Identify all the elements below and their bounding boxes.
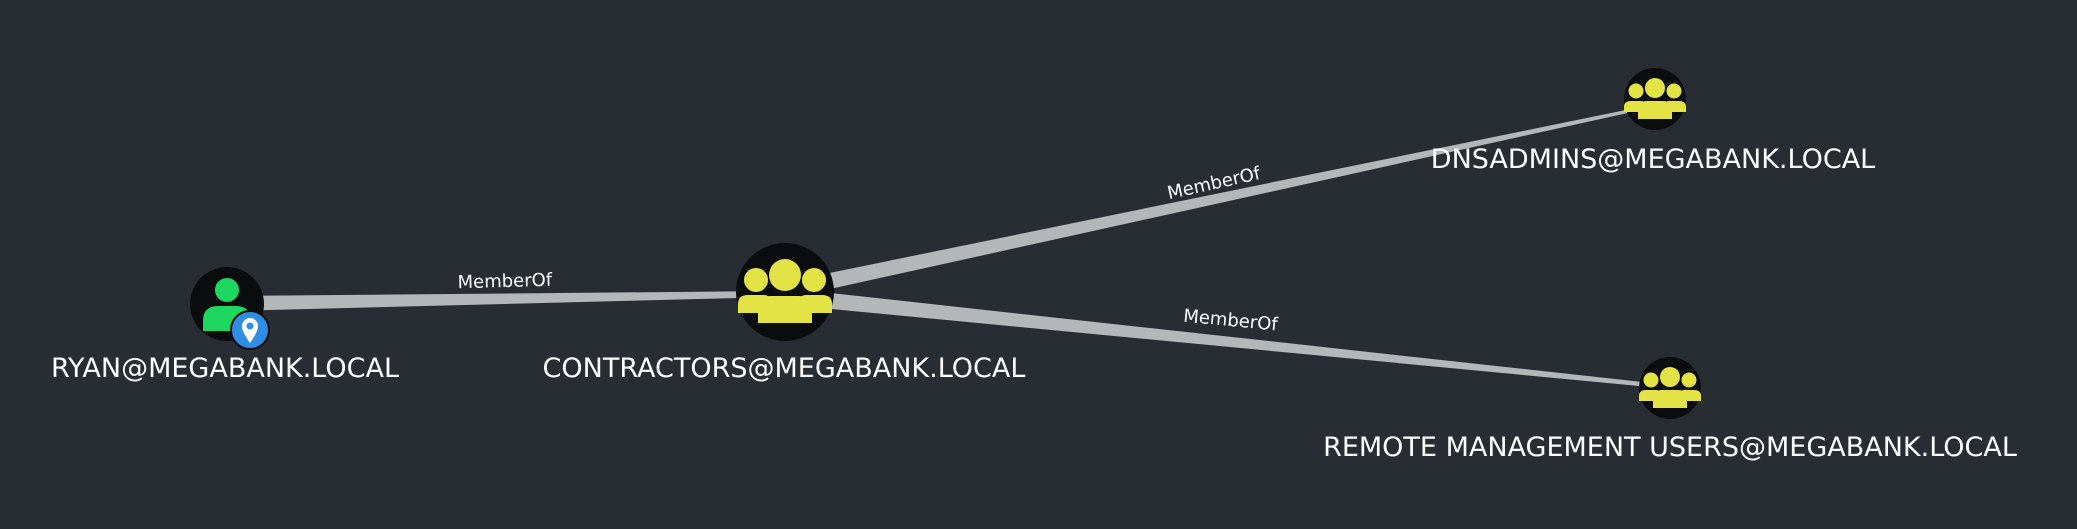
- edge-contractors-dnsadmins[interactable]: MemberOf: [800, 104, 1655, 295]
- node-contractors-circle[interactable]: [736, 243, 834, 341]
- edge-ryan-contractors-label: MemberOf: [457, 270, 553, 293]
- group-icon: [738, 259, 832, 323]
- edge-ryan-contractors-line[interactable]: [228, 291, 780, 311]
- node-rmu-circle[interactable]: [1639, 357, 1701, 419]
- node-ryan-label: RYAN@MEGABANK.LOCAL: [51, 353, 399, 384]
- edge-contractors-dnsadmins-line[interactable]: [800, 104, 1655, 295]
- node-dnsadmins-circle[interactable]: [1624, 68, 1686, 130]
- node-contractors[interactable]: CONTRACTORS@MEGABANK.LOCAL: [543, 243, 1026, 384]
- nodes-layer: RYAN@MEGABANK.LOCAL CONTRACTORS@MEGABANK…: [51, 68, 2017, 463]
- node-contractors-label: CONTRACTORS@MEGABANK.LOCAL: [543, 353, 1026, 384]
- edge-ryan-contractors[interactable]: MemberOf: [228, 270, 780, 311]
- edge-contractors-rmu-label: MemberOf: [1182, 306, 1279, 336]
- edge-contractors-rmu-line[interactable]: [800, 290, 1670, 389]
- node-rmu-label: REMOTE MANAGEMENT USERS@MEGABANK.LOCAL: [1323, 432, 2017, 463]
- group-icon: [1624, 78, 1686, 119]
- location-pin-icon: [230, 310, 270, 350]
- node-ryan[interactable]: RYAN@MEGABANK.LOCAL: [51, 267, 399, 384]
- node-dnsadmins-label: DNSADMINS@MEGABANK.LOCAL: [1431, 144, 1875, 175]
- node-dnsadmins[interactable]: DNSADMINS@MEGABANK.LOCAL: [1431, 68, 1875, 175]
- node-rmu[interactable]: REMOTE MANAGEMENT USERS@MEGABANK.LOCAL: [1323, 357, 2017, 463]
- group-icon: [1639, 367, 1701, 408]
